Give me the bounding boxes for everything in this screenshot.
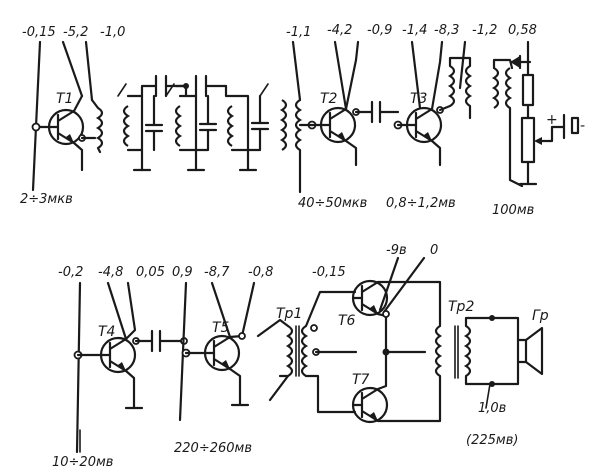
voltage-label: 0,05: [136, 265, 165, 280]
voltage-label: 0,9: [172, 265, 193, 280]
signal-label: 2÷3мкв: [20, 192, 73, 207]
voltage-label: -0,8: [248, 265, 273, 280]
tuned-circuit-2: [174, 94, 218, 172]
speaker-icon: [516, 326, 544, 376]
transformer-tp2: [434, 325, 472, 379]
transistor-t1: [38, 108, 85, 146]
detector-coil: [491, 67, 513, 109]
voltage-label: -0,15: [22, 25, 56, 40]
voltage-label: -0,9: [367, 23, 392, 38]
voltage-label: 0,58: [508, 23, 537, 38]
tuned-circuit-1: [122, 84, 164, 172]
signal-label: 10÷20мв: [52, 455, 113, 470]
top-row-circuit: [31, 40, 580, 194]
transistor-t5: [203, 334, 241, 372]
signal-label: 100мв: [492, 203, 534, 218]
voltage-label: -0,2: [58, 265, 83, 280]
transistor-t4: [99, 336, 137, 374]
transistor-label-t3: T3: [410, 91, 427, 107]
transformer-label-tp1: Tp1: [276, 306, 302, 322]
transistor-label-t4: T4: [98, 324, 115, 340]
transistor-t7: [351, 386, 389, 424]
voltage-label: -8,7: [204, 265, 230, 280]
transistor-t2: [319, 106, 357, 144]
voltage-label: -4,2: [327, 23, 352, 38]
transistor-t3: [396, 106, 443, 144]
bottom-row-circuit: [73, 256, 544, 454]
voltage-label: -0,15: [312, 265, 346, 280]
transistor-label-t7: T7: [352, 372, 370, 388]
transistor-label-t2: T2: [320, 91, 338, 107]
voltage-label: -1,4: [402, 23, 427, 38]
voltage-label: -1,0: [100, 25, 125, 40]
plus-label: +: [546, 112, 558, 128]
signal-label: 220÷260мв: [174, 441, 252, 456]
voltage-label: -1,2: [472, 23, 497, 38]
transistor-label-t5: T5: [212, 320, 230, 336]
transistor-t6: [351, 279, 389, 317]
signal-label: 40÷50мкв: [298, 196, 367, 211]
top-row-labels: -0,15 -5,2 -1,0 -1,1 -4,2 -0,9 -1,4 -8,3…: [20, 23, 585, 218]
voltage-label: -1,1: [286, 25, 311, 40]
voltage-label: -8,3: [434, 23, 459, 38]
signal-label: (225мв): [466, 433, 518, 448]
coil-t3-output: [438, 56, 473, 120]
coil-t1: [95, 107, 104, 149]
transformer-label-tp2: Tp2: [448, 299, 474, 315]
voltage-label: 0: [430, 243, 438, 258]
transformer-tp1: [285, 325, 309, 377]
tuned-circuit-3: [224, 84, 270, 172]
minus-label: -: [580, 118, 585, 134]
signal-label: 0,8÷1,2мв: [386, 196, 456, 211]
coil-t2-input: [279, 99, 303, 151]
speaker-label: Гр: [532, 308, 549, 324]
voltage-label: -5,2: [63, 25, 88, 40]
transistor-label-t1: T1: [56, 91, 73, 107]
bottom-row-labels: -0,2 -4,8 0,05 0,9 -8,7 -0,8 -0,15 -9в 0…: [52, 243, 549, 470]
voltage-label: -9в: [386, 243, 407, 258]
signal-label: 1,0в: [478, 401, 506, 416]
transistor-label-t6: T6: [338, 313, 356, 329]
voltage-label: -4,8: [98, 265, 123, 280]
